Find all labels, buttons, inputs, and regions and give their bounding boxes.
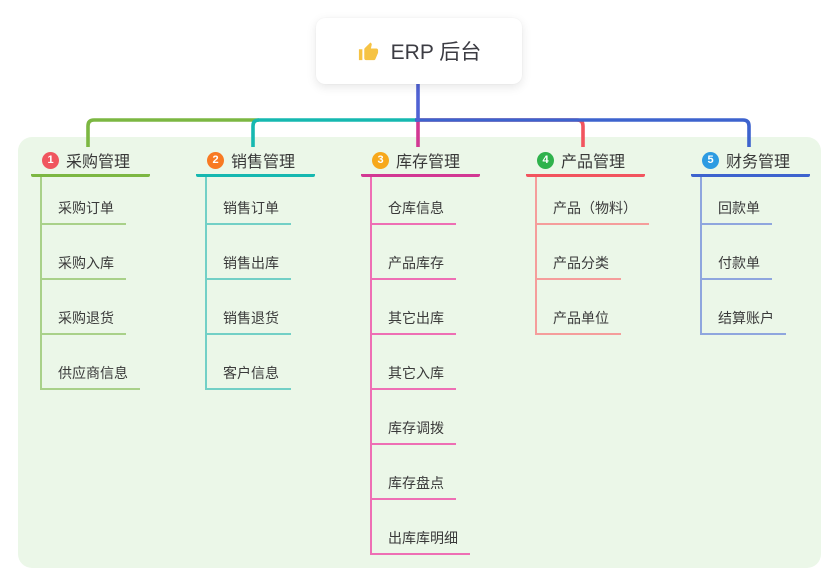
child-node[interactable]: 其它出库 bbox=[372, 280, 521, 335]
branch-number-badge: 2 bbox=[207, 151, 224, 169]
child-node-label: 产品库存 bbox=[372, 253, 456, 280]
branch-node[interactable]: 1 采购管理 bbox=[31, 146, 150, 177]
child-node[interactable]: 产品（物料） bbox=[537, 177, 686, 225]
child-node[interactable]: 产品库存 bbox=[372, 225, 521, 280]
child-node-label: 采购订单 bbox=[42, 198, 126, 225]
child-node-label: 出库库明细 bbox=[372, 528, 470, 555]
child-node[interactable]: 采购退货 bbox=[42, 280, 191, 335]
child-node[interactable]: 库存盘点 bbox=[372, 445, 521, 500]
child-node-label: 结算账户 bbox=[702, 308, 786, 335]
child-node[interactable]: 销售退货 bbox=[207, 280, 356, 335]
child-node[interactable]: 出库库明细 bbox=[372, 500, 521, 555]
child-node[interactable]: 采购入库 bbox=[42, 225, 191, 280]
branch-children: 产品（物料） 产品分类产品单位 bbox=[535, 177, 686, 335]
branch-title-label: 采购管理 bbox=[66, 154, 131, 171]
child-node[interactable]: 付款单 bbox=[702, 225, 839, 280]
branch: 2 销售管理 销售订单销售出库销售退货客户信息 bbox=[196, 146, 356, 390]
branch-children: 仓库信息产品库存其它出库其它入库库存调拨库存盘点出库库明细 bbox=[370, 177, 521, 555]
child-node[interactable]: 产品分类 bbox=[537, 225, 686, 280]
branch-number-badge: 4 bbox=[537, 151, 554, 169]
child-node-label: 产品单位 bbox=[537, 308, 621, 335]
child-node-label: 销售退货 bbox=[207, 308, 291, 335]
branch-children: 回款单付款单结算账户 bbox=[700, 177, 839, 335]
child-node[interactable]: 采购订单 bbox=[42, 177, 191, 225]
child-node[interactable]: 其它入库 bbox=[372, 335, 521, 390]
branch-title-label: 库存管理 bbox=[396, 154, 461, 171]
child-node-label: 销售出库 bbox=[207, 253, 291, 280]
child-node[interactable]: 仓库信息 bbox=[372, 177, 521, 225]
child-node-label: 其它入库 bbox=[372, 363, 456, 390]
child-node-label: 其它出库 bbox=[372, 308, 456, 335]
child-node-label: 仓库信息 bbox=[372, 198, 456, 225]
child-node-label: 销售订单 bbox=[207, 198, 291, 225]
child-node-label: 库存盘点 bbox=[372, 473, 456, 500]
child-node[interactable]: 销售订单 bbox=[207, 177, 356, 225]
branch-title-label: 销售管理 bbox=[231, 154, 296, 171]
root-node[interactable]: ERP 后台 bbox=[316, 18, 522, 84]
child-node[interactable]: 回款单 bbox=[702, 177, 839, 225]
child-node[interactable]: 结算账户 bbox=[702, 280, 839, 335]
branch-children: 销售订单销售出库销售退货客户信息 bbox=[205, 177, 356, 390]
branch-title-label: 财务管理 bbox=[726, 154, 791, 171]
child-node-label: 库存调拨 bbox=[372, 418, 456, 445]
child-node[interactable]: 客户信息 bbox=[207, 335, 356, 390]
child-node[interactable]: 供应商信息 bbox=[42, 335, 191, 390]
branch-number-badge: 3 bbox=[372, 151, 389, 169]
branch-number-badge: 1 bbox=[42, 151, 59, 169]
child-node[interactable]: 销售出库 bbox=[207, 225, 356, 280]
branch-title-label: 产品管理 bbox=[561, 154, 626, 171]
child-node-label: 供应商信息 bbox=[42, 363, 140, 390]
root-node-label: ERP 后台 bbox=[390, 41, 482, 64]
branch-node[interactable]: 5 财务管理 bbox=[691, 146, 810, 177]
branch-node[interactable]: 3 库存管理 bbox=[361, 146, 480, 177]
child-node-label: 产品（物料） bbox=[537, 198, 649, 225]
thumbs-up-icon bbox=[358, 41, 378, 60]
child-node[interactable]: 产品单位 bbox=[537, 280, 686, 335]
child-node-label: 采购入库 bbox=[42, 253, 126, 280]
branch-number-badge: 5 bbox=[702, 151, 719, 169]
branch-node[interactable]: 4 产品管理 bbox=[526, 146, 645, 177]
branch: 3 库存管理 仓库信息产品库存其它出库其它入库库存调拨库存盘点出库库明细 bbox=[361, 146, 521, 555]
child-node-label: 付款单 bbox=[702, 253, 772, 280]
mindmap-canvas bbox=[18, 137, 821, 568]
child-node-label: 客户信息 bbox=[207, 363, 291, 390]
branch: 1 采购管理 采购订单采购入库采购退货供应商信息 bbox=[31, 146, 191, 390]
branch: 5 财务管理 回款单付款单结算账户 bbox=[691, 146, 839, 335]
branch: 4 产品管理 产品（物料） 产品分类产品单位 bbox=[526, 146, 686, 335]
child-node-label: 回款单 bbox=[702, 198, 772, 225]
branch-node[interactable]: 2 销售管理 bbox=[196, 146, 315, 177]
child-node-label: 产品分类 bbox=[537, 253, 621, 280]
branch-children: 采购订单采购入库采购退货供应商信息 bbox=[40, 177, 191, 390]
child-node-label: 采购退货 bbox=[42, 308, 126, 335]
child-node[interactable]: 库存调拨 bbox=[372, 390, 521, 445]
